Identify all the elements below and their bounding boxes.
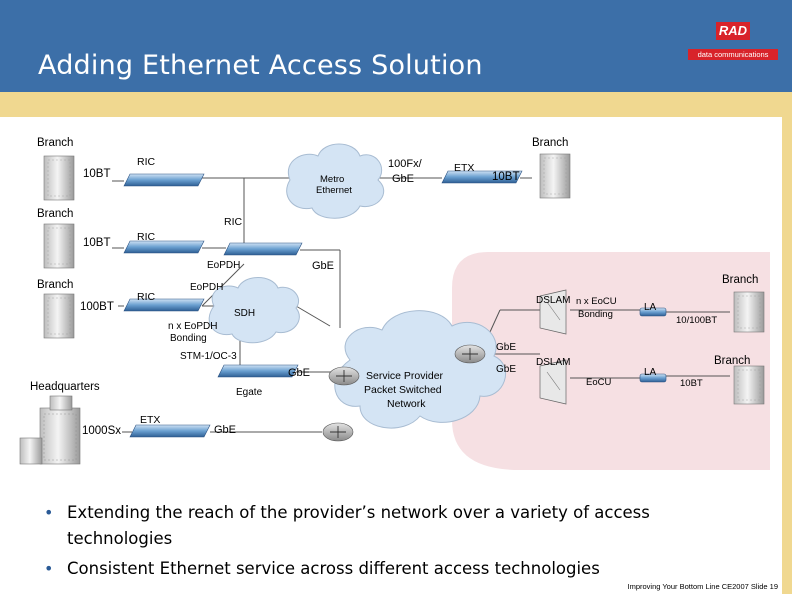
rad-logo: RAD [716,22,750,40]
etx-device-icon [129,424,211,438]
diagram-label: Ethernet [316,185,352,196]
diagram-label: RIC [224,216,243,228]
page-title: Adding Ethernet Access Solution [38,50,483,81]
diagram-label: GbE [496,364,516,375]
header-stripe [0,92,792,117]
diagram-label: Egate [236,387,263,398]
service-provider-cloud [334,310,506,429]
diagram-label: ETX [140,414,160,426]
router-icon [328,366,360,386]
bullet-dot-icon: • [44,559,54,578]
diagram-label: Branch [37,279,73,291]
diagram-label: n x EoCU [576,296,617,307]
bullet-text: Extending the reach of the provider’s ne… [67,503,650,548]
diagram-label: 10/100BT [676,315,717,326]
diagram-label: Service Provider [366,370,444,382]
egate-device-icon [217,364,299,378]
building-icon [733,365,765,405]
diagram-label: 10BT [492,171,520,183]
diagram-label: Branch [532,137,568,149]
connection-lines [112,177,730,433]
la-device-icon [639,307,667,317]
dslam-icon [539,289,567,335]
diagram-label: RIC [137,156,156,168]
diagram-label: GbE [288,367,310,379]
diagram-label: RIC [137,231,156,243]
diagram-label: 10BT [83,237,111,249]
diagram-label: Bonding [170,333,207,344]
router-icon [322,422,354,442]
etx-device-icon [441,170,523,184]
diagram-label: 10BT [83,168,111,180]
dslam-icon [539,359,567,405]
rad-logo-subtitle: data communications [688,49,778,60]
diagram-label: 10BT [680,378,703,389]
building-icon [43,223,75,269]
diagram-label: GbE [214,424,236,436]
ric-device-icon [123,240,205,254]
bullet-item: • Extending the reach of the provider’s … [44,500,684,552]
router-icon [454,344,486,364]
diagram-label: STM-1/OC-3 [180,351,237,362]
diagram-label: Bonding [578,309,613,320]
diagram-label: 100Fx/ [388,158,423,170]
diagram-label: Packet Switched [364,384,442,396]
diagram-label: DSLAM [536,295,570,306]
side-stripe [782,117,792,594]
building-icon [43,293,75,339]
la-device-icon [639,373,667,383]
diagram-label: 100BT [80,301,114,313]
diagram-label: DSLAM [536,357,570,368]
diagram-label: Branch [714,355,750,367]
diagram-label: LA [644,367,657,378]
metro-ethernet-cloud [286,143,385,219]
sdh-cloud [208,277,300,344]
diagram-label: 1000Sx [82,425,121,437]
building-icon [539,153,571,199]
bullet-item: • Consistent Ethernet service across dif… [44,556,684,582]
diagram-label: Branch [37,137,73,149]
bullet-dot-icon: • [44,503,54,522]
diagram-label: Network [387,398,426,410]
diagram-label: GbE [496,342,516,353]
diagram-label: LA [644,302,657,313]
bullet-list: • Extending the reach of the provider’s … [44,500,684,586]
ric-device-icon [123,298,205,312]
building-icon [43,155,75,201]
access-network-region [452,252,770,470]
diagram-label: EoPDH [207,260,240,271]
diagram-label: Branch [37,208,73,220]
header-bar: Adding Ethernet Access Solution RAD data… [0,0,792,92]
diagram-label: GbE [392,173,414,185]
diagram-label: EoPDH [190,282,223,293]
headquarters-building-icon [19,395,81,465]
diagram-label: Branch [722,274,758,286]
ric-device-icon [223,242,303,256]
diagram-label: n x EoPDH [168,321,217,332]
diagram-label: SDH [234,308,255,319]
diagram-label: EoCU [586,377,611,388]
diagram-label: GbE [312,260,334,272]
bullet-text: Consistent Ethernet service across diffe… [67,559,600,578]
ric-device-icon [123,173,205,187]
slide-footer: Improving Your Bottom Line CE2007 Slide … [627,582,778,591]
diagram-label: Metro [320,174,344,185]
diagram-label: Headquarters [30,381,100,393]
diagram-label: ETX [454,162,474,174]
diagram-label: RIC [137,291,156,303]
building-icon [733,291,765,333]
